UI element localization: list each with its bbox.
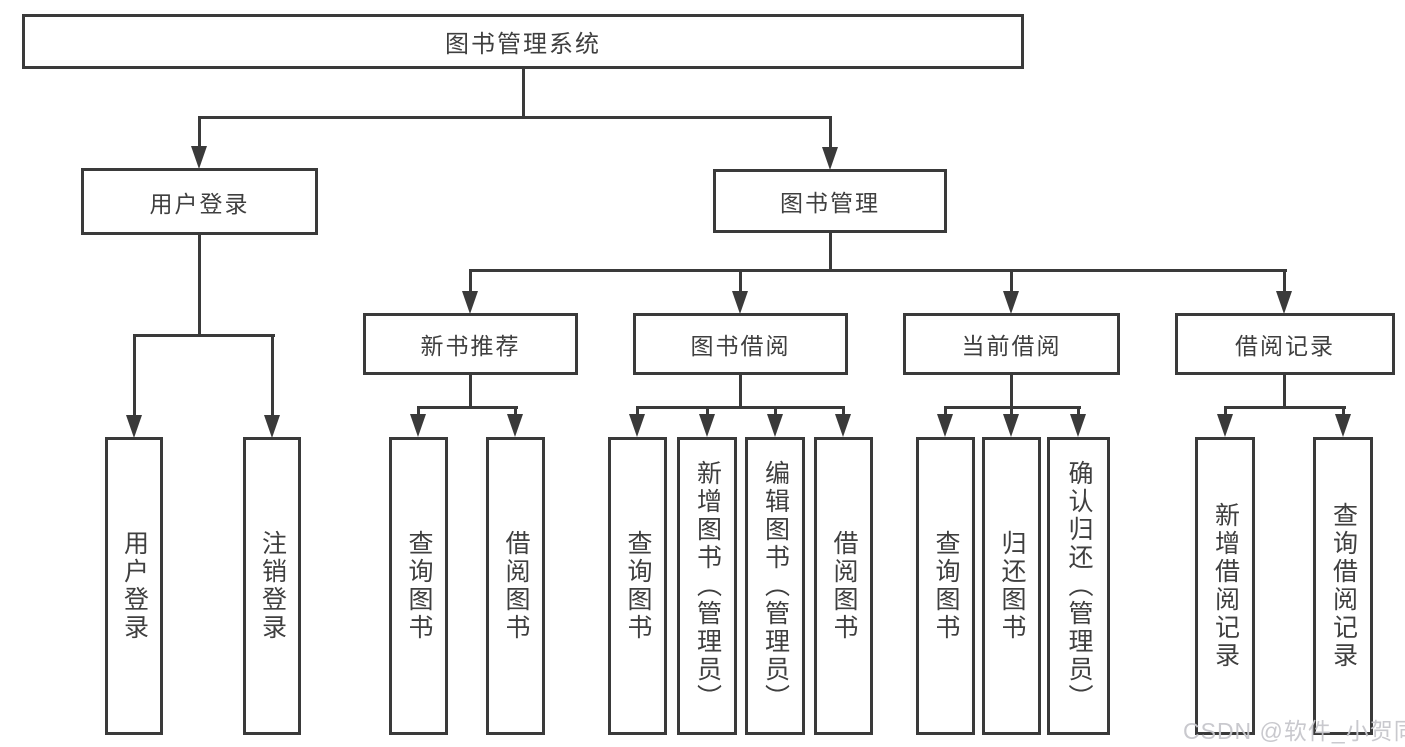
connector-line <box>198 235 201 337</box>
connector-line <box>198 116 201 148</box>
arrow-down-icon <box>1003 414 1019 437</box>
arrow-down-icon <box>1070 414 1086 437</box>
connector-line <box>1010 406 1013 416</box>
connector-line <box>469 269 1287 272</box>
connector-line <box>636 406 845 409</box>
connector-line <box>1010 269 1013 293</box>
arrow-down-icon <box>699 414 715 437</box>
connector-line <box>522 69 525 118</box>
csdn-watermark: CSDN @软件_小贺同学 <box>1183 718 1405 744</box>
arrow-down-icon <box>1003 291 1019 314</box>
node-leaf-add-borrow-record: 新增借阅记录 <box>1195 437 1255 735</box>
node-leaf-edit-books-admin: 编辑图书（管理员） <box>745 437 805 735</box>
arrow-down-icon <box>629 414 645 437</box>
node-leaf-add-books-admin: 新增图书（管理员） <box>677 437 737 735</box>
node-leaf-borrow-books-2: 借阅图书 <box>814 437 873 735</box>
arrow-down-icon <box>767 414 783 437</box>
connector-line <box>636 406 639 416</box>
arrow-down-icon <box>126 415 142 438</box>
connector-line <box>944 406 947 416</box>
connector-line <box>417 406 518 409</box>
arrow-down-icon <box>1217 414 1233 437</box>
node-borrowing-records: 借阅记录 <box>1175 313 1395 375</box>
connector-line <box>1224 406 1346 409</box>
connector-line <box>133 334 275 337</box>
arrow-down-icon <box>835 414 851 437</box>
arrow-down-icon <box>507 414 523 437</box>
connector-line <box>133 334 136 418</box>
node-leaf-user-login: 用户登录 <box>105 437 163 735</box>
node-book-borrowing: 图书借阅 <box>633 313 848 375</box>
node-leaf-logout: 注销登录 <box>243 437 301 735</box>
node-leaf-confirm-return-admin: 确认归还（管理员） <box>1047 437 1110 735</box>
connector-line <box>1224 406 1227 416</box>
connector-line <box>469 375 472 409</box>
connector-line <box>417 406 420 416</box>
connector-line <box>739 269 742 293</box>
connector-line <box>198 116 832 119</box>
arrow-down-icon <box>732 291 748 314</box>
node-root-library-system: 图书管理系统 <box>22 14 1024 69</box>
arrow-down-icon <box>1335 414 1351 437</box>
node-leaf-query-books-2: 查询图书 <box>608 437 667 735</box>
arrow-down-icon <box>191 146 207 169</box>
connector-line <box>271 334 274 418</box>
connector-line <box>1283 269 1286 293</box>
arrow-down-icon <box>462 291 478 314</box>
connector-line <box>774 406 777 416</box>
connector-line <box>1342 406 1345 416</box>
connector-line <box>1077 406 1080 416</box>
connector-line <box>1010 375 1013 409</box>
connector-line <box>829 116 832 149</box>
connector-line <box>1283 375 1286 409</box>
node-leaf-return-books: 归还图书 <box>982 437 1041 735</box>
connector-line <box>842 406 845 416</box>
node-user-login: 用户登录 <box>81 168 318 235</box>
connector-line <box>739 375 742 409</box>
node-new-book-recommend: 新书推荐 <box>363 313 578 375</box>
node-leaf-query-books-1: 查询图书 <box>389 437 448 735</box>
node-leaf-query-books-3: 查询图书 <box>916 437 975 735</box>
node-leaf-query-borrow-record: 查询借阅记录 <box>1313 437 1373 735</box>
node-leaf-borrow-books-1: 借阅图书 <box>486 437 545 735</box>
arrow-down-icon <box>937 414 953 437</box>
connector-line <box>829 233 832 272</box>
connector-line <box>706 406 709 416</box>
node-book-management: 图书管理 <box>713 169 947 233</box>
connector-line <box>469 269 472 293</box>
node-current-borrowing: 当前借阅 <box>903 313 1120 375</box>
arrow-down-icon <box>822 147 838 170</box>
connector-line <box>514 406 517 416</box>
arrow-down-icon <box>264 415 280 438</box>
arrow-down-icon <box>1276 291 1292 314</box>
arrow-down-icon <box>410 414 426 437</box>
